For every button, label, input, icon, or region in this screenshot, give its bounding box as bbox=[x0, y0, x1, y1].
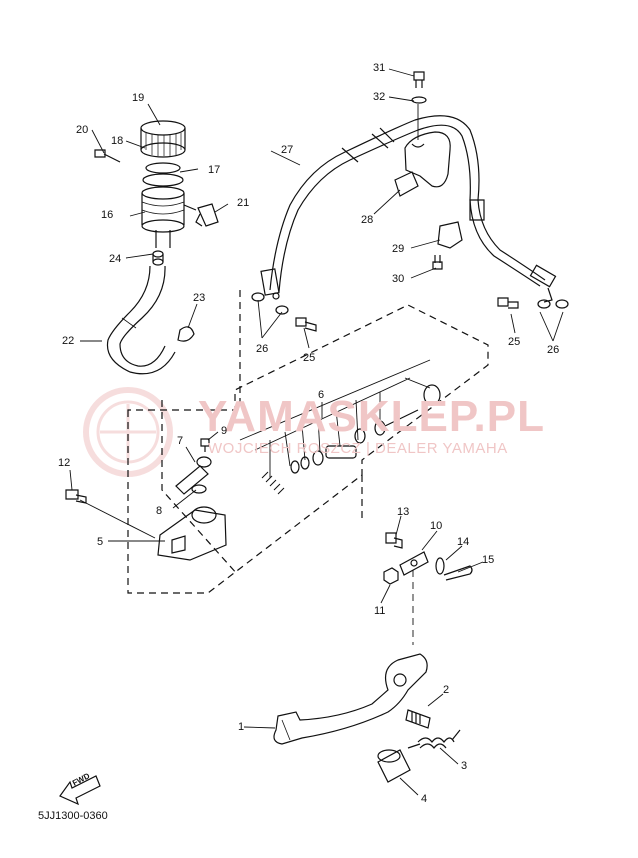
fwd-arrow-icon bbox=[60, 776, 100, 804]
hose-clip-24 bbox=[153, 251, 163, 265]
callout-26-right: 26 bbox=[547, 344, 560, 356]
screw-9 bbox=[201, 439, 209, 452]
master-cylinder-5 bbox=[158, 507, 226, 560]
boundary-line-upper bbox=[162, 400, 238, 575]
o-ring-8 bbox=[192, 485, 206, 493]
callout-9: 9 bbox=[221, 425, 228, 437]
spring-3 bbox=[408, 730, 460, 748]
callout-32: 32 bbox=[373, 91, 386, 103]
callout-14: 14 bbox=[457, 536, 470, 548]
callout-19: 19 bbox=[132, 92, 145, 104]
piston-kit-6 bbox=[262, 385, 440, 494]
hose-clip-23 bbox=[178, 327, 194, 341]
brake-hose-27 bbox=[261, 116, 556, 302]
clamp-29 bbox=[438, 222, 462, 248]
callout-4: 4 bbox=[421, 793, 428, 805]
hose-nipple-7 bbox=[176, 457, 211, 494]
callout-21: 21 bbox=[237, 197, 250, 209]
callout-22: 22 bbox=[62, 335, 75, 347]
nut-11 bbox=[384, 568, 398, 584]
callout-30: 30 bbox=[392, 273, 405, 285]
diagram-code: 5JJ1300-0360 bbox=[38, 810, 108, 822]
callout-12: 12 bbox=[58, 457, 71, 469]
sleeve-4 bbox=[378, 750, 410, 782]
callout-29: 29 bbox=[392, 243, 405, 255]
washer-32 bbox=[412, 97, 426, 103]
reservoir-assembly bbox=[141, 121, 196, 248]
callout-13: 13 bbox=[397, 506, 410, 518]
callout-24: 24 bbox=[109, 253, 122, 265]
callout-1: 1 bbox=[238, 721, 245, 733]
hose-22 bbox=[107, 266, 175, 374]
bracket-21 bbox=[196, 204, 218, 226]
callout-8: 8 bbox=[156, 505, 163, 517]
watermark-tagline: WOJCIECH ROSZCZ | DEALER YAMAHA bbox=[208, 440, 508, 457]
callout-10: 10 bbox=[430, 520, 443, 532]
screw-20 bbox=[95, 150, 120, 162]
cotter-pin-15 bbox=[444, 566, 472, 580]
assembly-boundary bbox=[128, 305, 488, 593]
callout-27: 27 bbox=[281, 144, 294, 156]
callout-15: 15 bbox=[482, 554, 495, 566]
washer-14 bbox=[436, 558, 444, 574]
bolt-12 bbox=[66, 490, 86, 503]
pin-13 bbox=[386, 533, 402, 548]
leader-lines bbox=[70, 69, 563, 795]
joint-10 bbox=[400, 552, 428, 575]
bolt-31 bbox=[414, 72, 424, 88]
callout-2: 2 bbox=[443, 684, 450, 696]
callout-11: 11 bbox=[374, 605, 386, 617]
callout-23: 23 bbox=[193, 292, 206, 304]
callout-20: 20 bbox=[76, 124, 89, 136]
callout-6: 6 bbox=[318, 389, 325, 401]
callout-31: 31 bbox=[373, 62, 386, 74]
callout-25-right: 25 bbox=[508, 336, 521, 348]
callout-5: 5 bbox=[97, 536, 104, 548]
callout-25-left: 25 bbox=[303, 352, 316, 364]
bolt-30 bbox=[433, 255, 442, 269]
bolts-25 bbox=[296, 298, 518, 331]
callout-3: 3 bbox=[461, 760, 468, 772]
callout-26-left: 26 bbox=[256, 343, 269, 355]
callout-17: 17 bbox=[208, 164, 221, 176]
callout-16: 16 bbox=[101, 209, 114, 221]
callout-18: 18 bbox=[111, 135, 124, 147]
watermark-brand: YAMASKLEP.PL bbox=[198, 392, 545, 441]
bracket-28 bbox=[395, 132, 450, 196]
bolt-2 bbox=[406, 710, 430, 728]
washers-26 bbox=[252, 293, 568, 314]
callout-28: 28 bbox=[361, 214, 374, 226]
callout-7: 7 bbox=[177, 435, 184, 447]
brake-pedal-1 bbox=[274, 654, 427, 744]
